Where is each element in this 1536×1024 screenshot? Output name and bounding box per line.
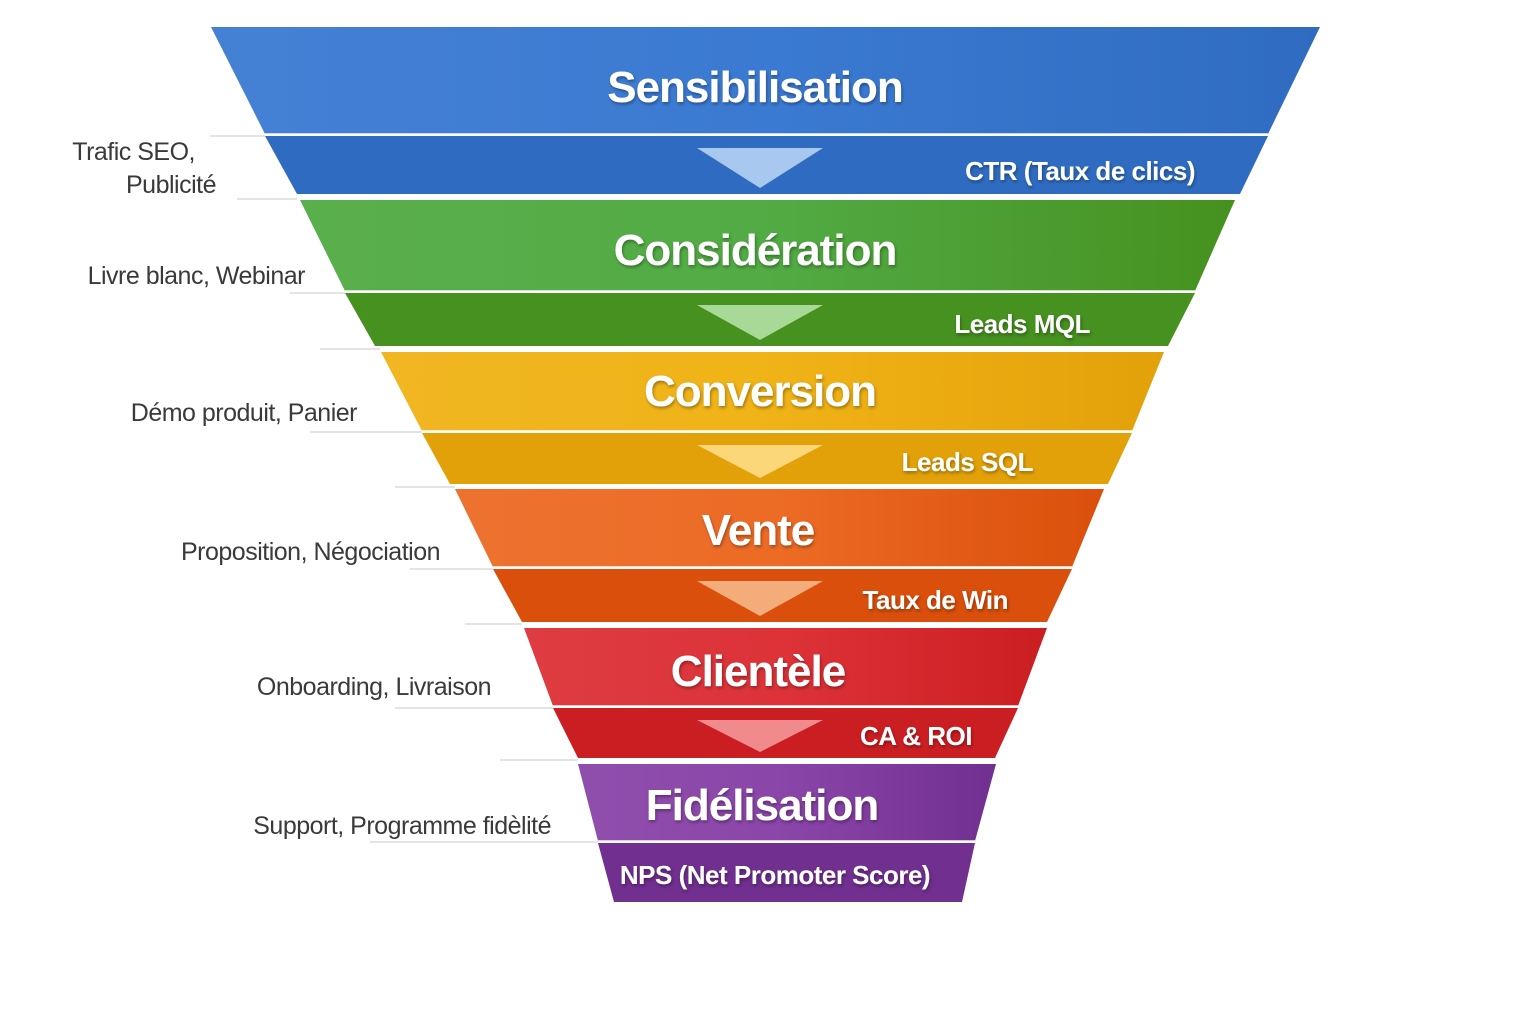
- stage-title: Fidélisation: [646, 781, 878, 830]
- down-arrow-icon: [697, 720, 823, 752]
- channel-label: Trafic SEO,: [72, 138, 195, 166]
- stage-title: Vente: [702, 506, 814, 555]
- down-arrow-icon: [697, 148, 823, 188]
- stage-band: [455, 489, 1104, 567]
- metric-band: [598, 843, 975, 902]
- stage-title: Conversion: [644, 367, 876, 416]
- stage-band: [300, 200, 1235, 291]
- stage-title: Considération: [614, 226, 897, 275]
- down-arrow-icon: [697, 581, 823, 616]
- stage-metric: Leads SQL: [902, 447, 1034, 477]
- channel-label: Support, Programme fidèlité: [253, 812, 551, 840]
- channel-label: Démo produit, Panier: [131, 399, 357, 427]
- stage-metric: Taux de Win: [863, 585, 1008, 615]
- stage-title: Sensibilisation: [607, 63, 903, 112]
- stage-title: Clientèle: [671, 647, 845, 696]
- stage-metric: Leads MQL: [954, 309, 1090, 339]
- channel-label: Onboarding, Livraison: [257, 673, 491, 701]
- channel-label: Livre blanc, Webinar: [88, 262, 306, 290]
- stage-metric: NPS (Net Promoter Score): [620, 860, 930, 890]
- down-arrow-icon: [697, 305, 823, 340]
- stage-band: [524, 628, 1047, 706]
- stage-band: [381, 352, 1164, 431]
- funnel-stage-5: Clientèle CA & ROI Onboarding, Livraison: [257, 628, 1047, 761]
- channel-label: Publicité: [126, 171, 216, 199]
- stage-band: [578, 764, 996, 841]
- down-arrow-icon: [697, 445, 823, 478]
- channel-label: Proposition, Négociation: [181, 538, 440, 566]
- stage-metric: CA & ROI: [860, 721, 972, 751]
- stage-band: [211, 27, 1320, 134]
- stage-metric: CTR (Taux de clics): [965, 156, 1195, 186]
